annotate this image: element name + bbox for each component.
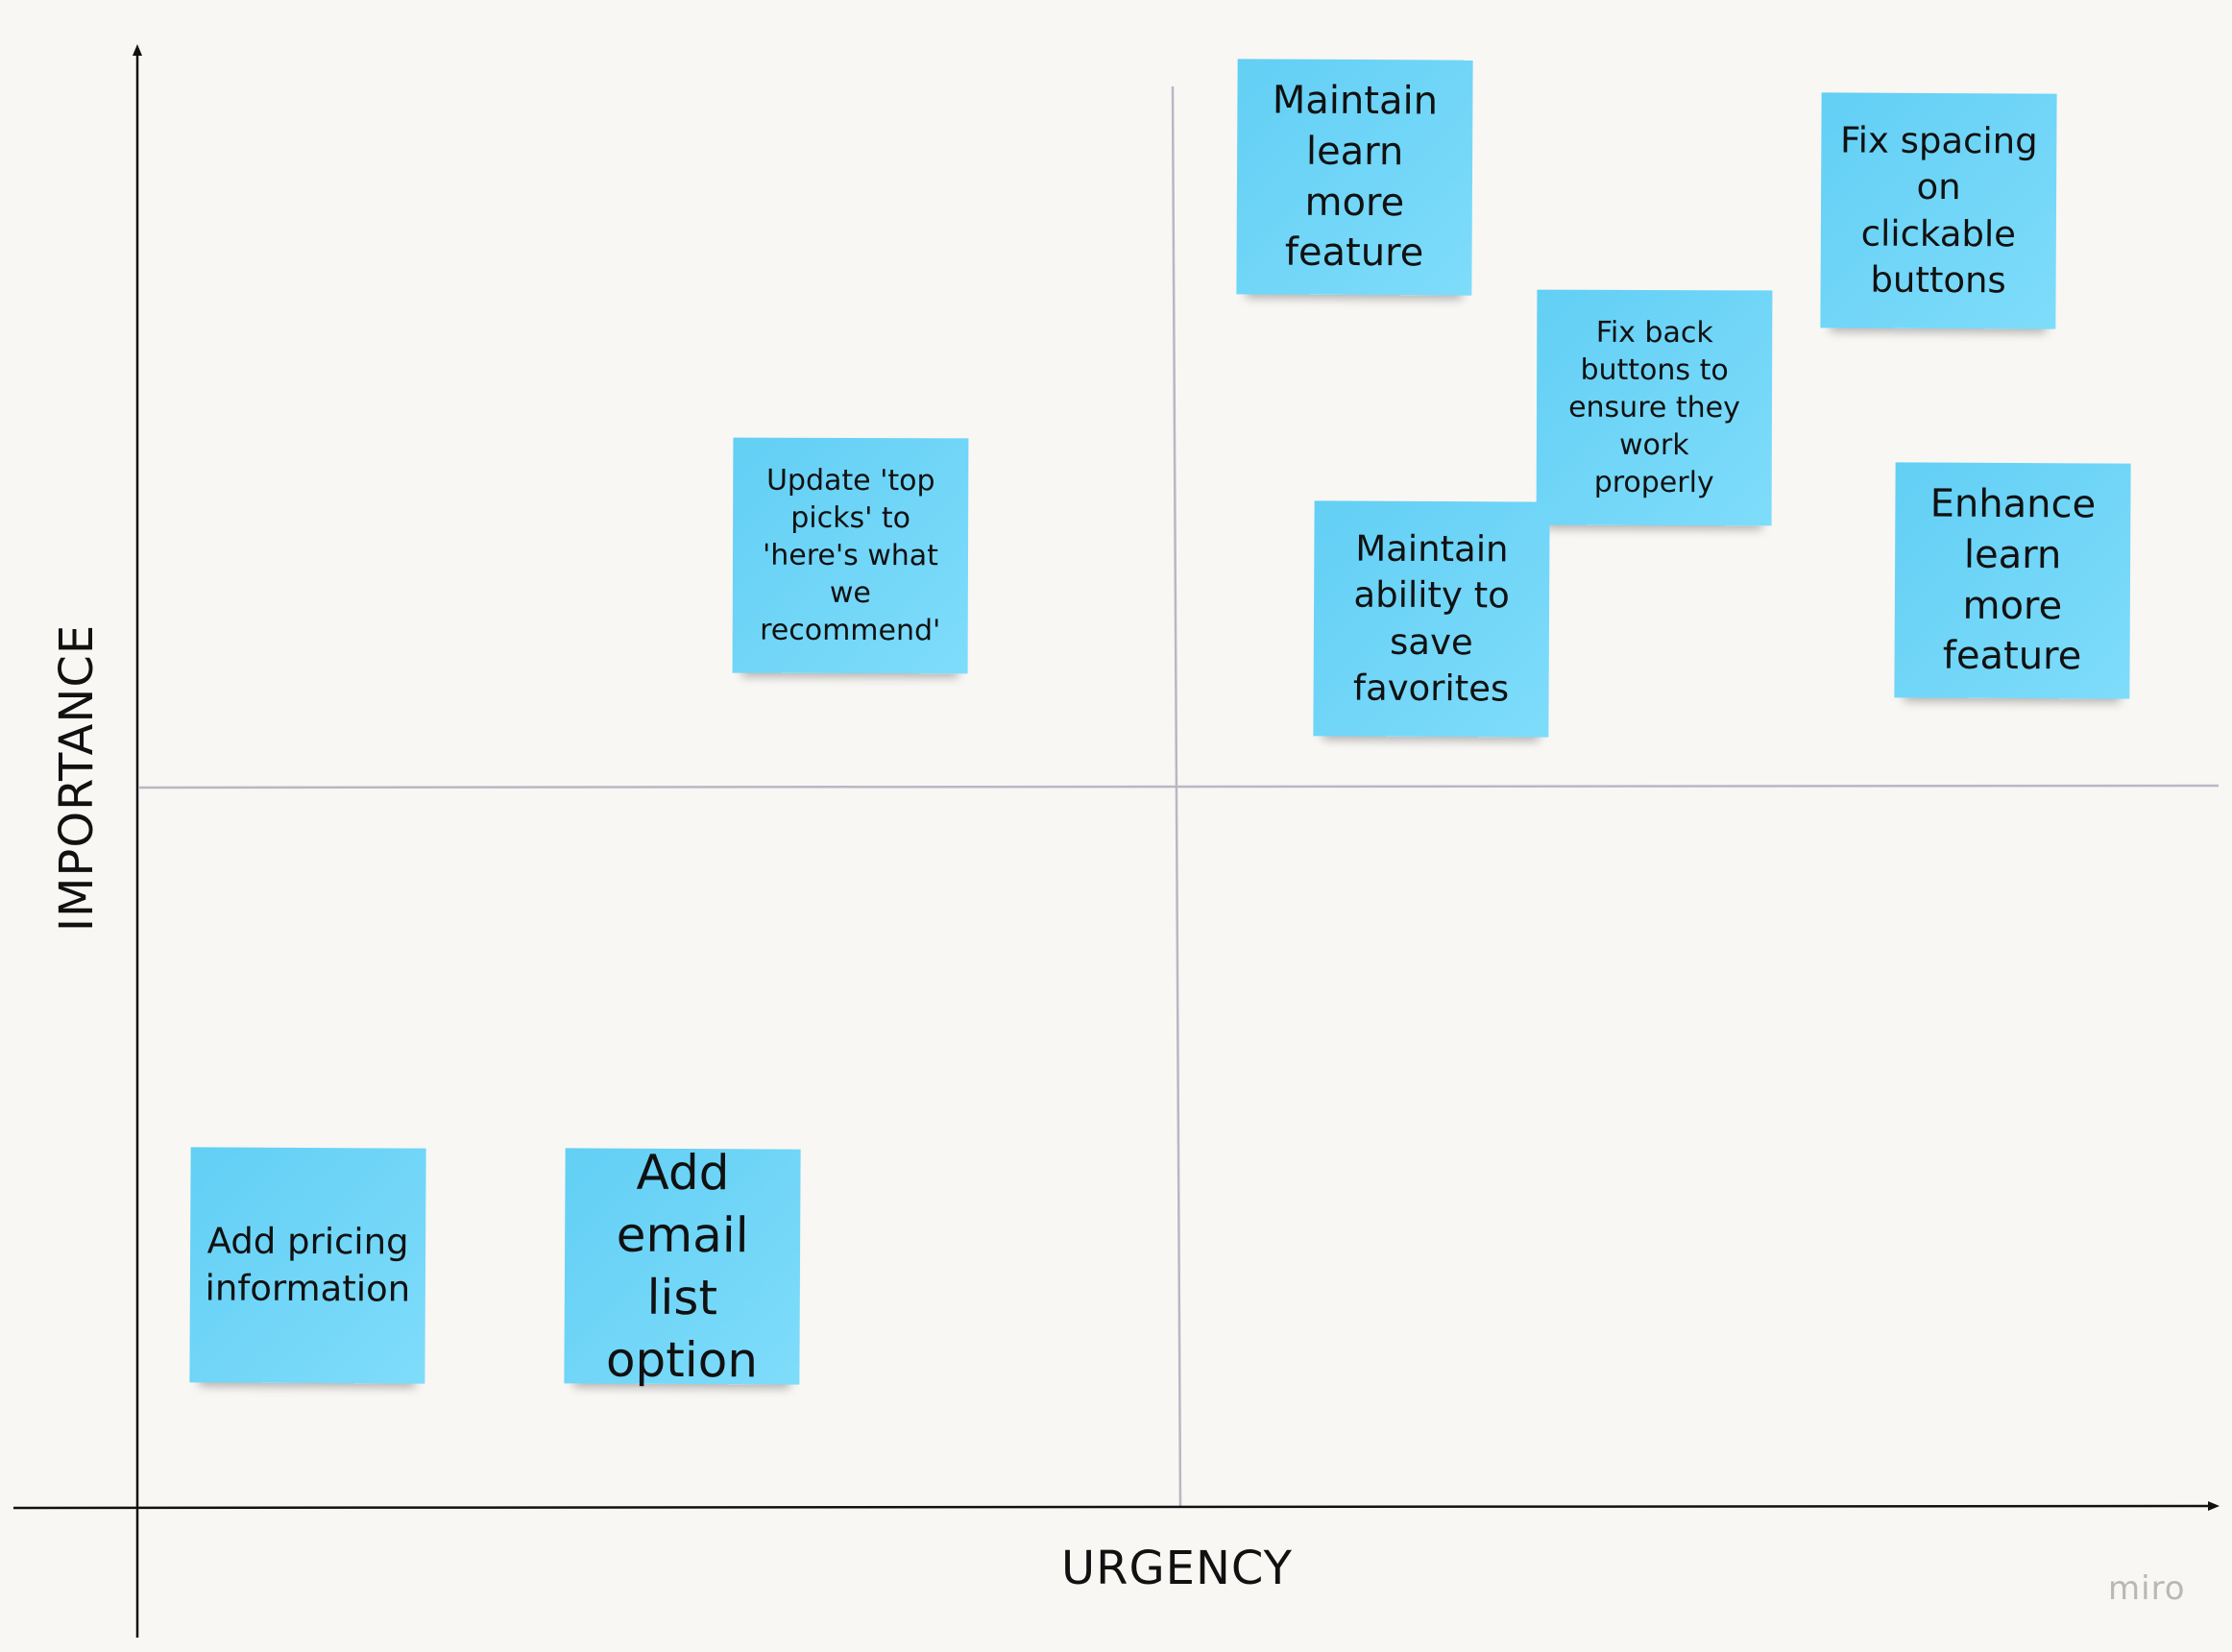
sticky-note[interactable]: Fix back buttons to ensure they work pro… <box>1536 289 1773 526</box>
sticky-note-text: Fix spacing on clickable buttons <box>1840 119 2038 301</box>
horizontal-divider <box>138 784 2220 790</box>
y-axis-label: IMPORTANCE <box>50 623 104 933</box>
x-axis <box>12 1504 2214 1510</box>
sticky-note-text: Add email list option <box>605 1144 759 1388</box>
sticky-note-text: Add pricing information <box>205 1220 411 1310</box>
sticky-note-text: Enhance learn more feature <box>1929 481 2097 679</box>
sticky-note[interactable]: Add email list option <box>564 1144 801 1388</box>
sticky-note[interactable]: Maintain learn more feature <box>1236 59 1473 296</box>
sticky-note[interactable]: Add pricing information <box>189 1147 426 1384</box>
sticky-note[interactable]: Update 'top picks' to 'here's what we re… <box>732 437 969 674</box>
y-axis-arrowhead <box>133 44 142 56</box>
sticky-note[interactable]: Fix spacing on clickable buttons <box>1820 92 2057 329</box>
sticky-note-text: Maintain ability to save favorites <box>1352 527 1510 710</box>
sticky-note-text: Update 'top picks' to 'here's what we re… <box>760 463 941 648</box>
x-axis-label: URGENCY <box>1061 1542 1293 1595</box>
sticky-note-text: Fix back buttons to ensure they work pro… <box>1568 315 1740 500</box>
sticky-note[interactable]: Maintain ability to save favorites <box>1313 500 1550 738</box>
miro-watermark: miro <box>2108 1569 2186 1608</box>
sticky-note[interactable]: Enhance learn more feature <box>1894 462 2131 699</box>
x-axis-arrowhead <box>2208 1501 2220 1511</box>
vertical-divider <box>1171 85 1182 1509</box>
sticky-note-text: Maintain learn more feature <box>1272 78 1439 276</box>
